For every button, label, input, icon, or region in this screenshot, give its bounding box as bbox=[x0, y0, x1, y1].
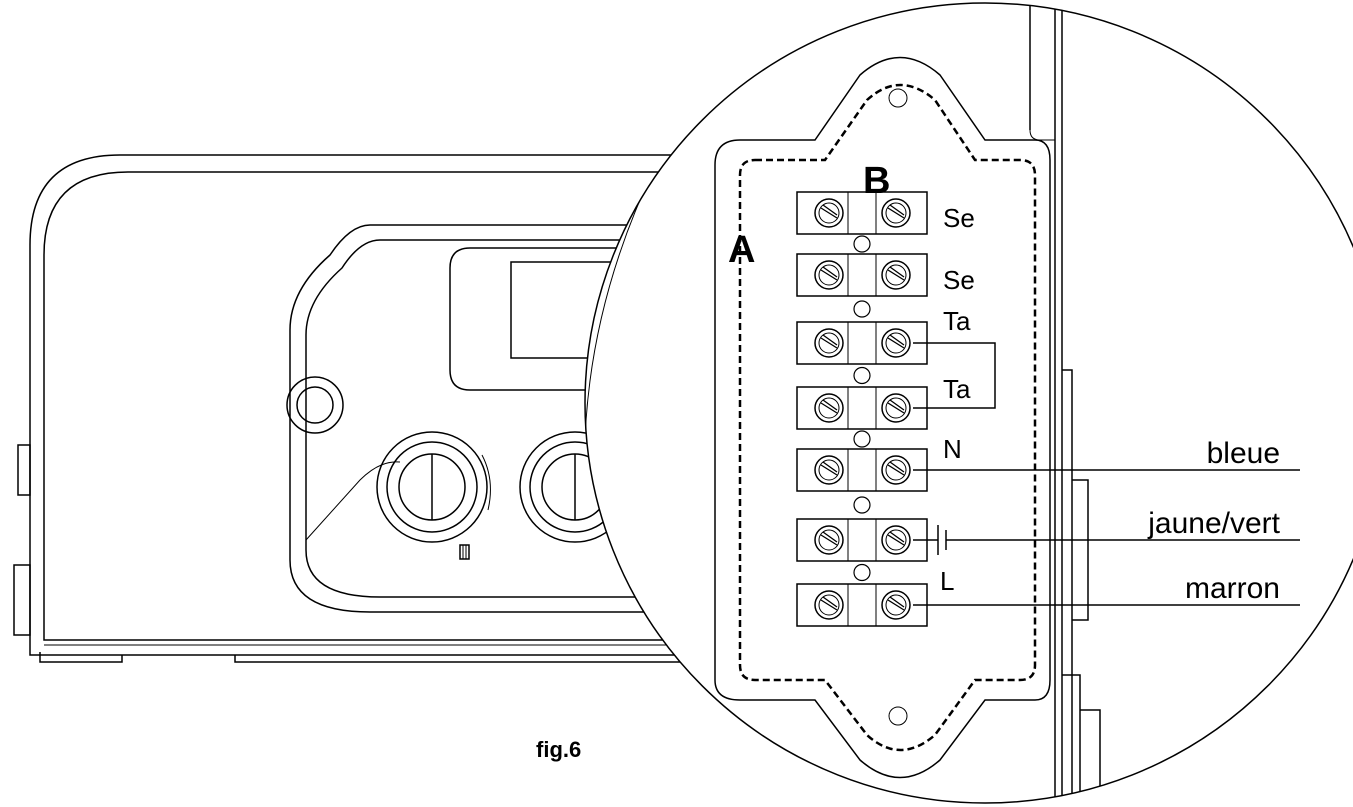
terminal-label-l: L bbox=[940, 566, 954, 596]
thermostat-knob-icon bbox=[376, 431, 491, 560]
terminal-label-se-2: Se bbox=[943, 265, 975, 295]
ta-jumper bbox=[913, 342, 996, 409]
separator-hole-icon bbox=[853, 496, 871, 514]
wire-label-bleue: bleue bbox=[1207, 437, 1280, 470]
separator-hole-icon bbox=[853, 430, 871, 448]
terminal-block bbox=[796, 191, 928, 627]
separator-hole-icon bbox=[853, 563, 871, 582]
magnifier-circle bbox=[584, 2, 1353, 804]
side-tab bbox=[17, 444, 31, 496]
terminal-label-ta-1: Ta bbox=[943, 306, 971, 336]
callout-b: B bbox=[863, 160, 890, 202]
separator-hole-icon bbox=[853, 235, 871, 253]
mount-hole-icon bbox=[888, 88, 908, 108]
figure-caption: fig.6 bbox=[536, 737, 581, 762]
terminal-label-n: N bbox=[943, 434, 962, 464]
terminal-label-se-1: Se bbox=[943, 203, 975, 233]
wire-label-jaune-vert: jaune/vert bbox=[1147, 507, 1280, 540]
side-tab bbox=[13, 564, 31, 636]
mount-hole-icon bbox=[888, 706, 908, 726]
separator-hole-icon bbox=[853, 300, 871, 318]
gasket-outline bbox=[738, 83, 1037, 752]
magnified-terminal-area: Se Se Ta Ta N L A B bbox=[585, 3, 1300, 803]
power-button-icon bbox=[286, 376, 344, 434]
callout-a: A bbox=[728, 229, 755, 271]
separator-hole-icon bbox=[853, 366, 871, 385]
terminal-label-ta-2: Ta bbox=[943, 374, 971, 404]
wire-label-marron: marron bbox=[1185, 572, 1280, 605]
wire-line-jaune-vert bbox=[913, 525, 1300, 555]
